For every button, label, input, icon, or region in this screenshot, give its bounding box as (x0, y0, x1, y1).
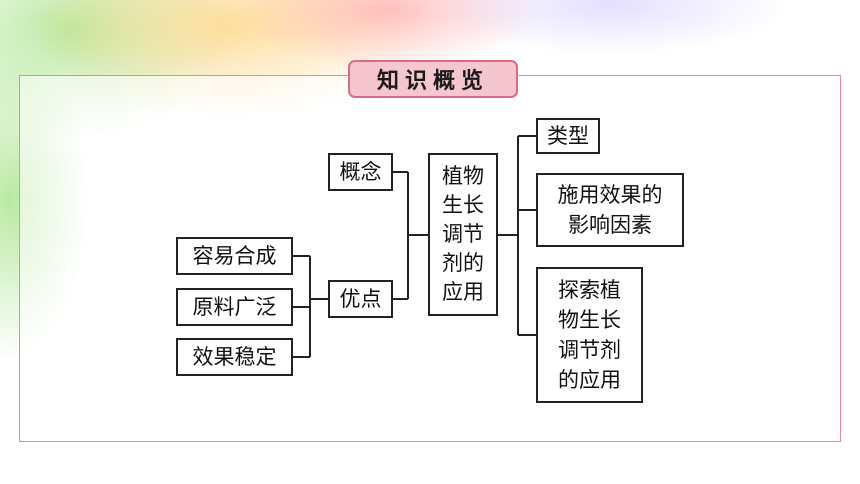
node-center-topic: 植物 生长 调节 剂的 应用 (428, 153, 498, 316)
node-stable-effect: 效果稳定 (176, 338, 293, 376)
node-wide-raw-materials: 原料广泛 (176, 288, 293, 326)
node-advantage: 优点 (328, 280, 393, 318)
node-types: 类型 (536, 118, 600, 154)
node-explore-application: 探索植 物生长 调节剂 的应用 (536, 267, 643, 403)
node-influencing-factors: 施用效果的 影响因素 (536, 173, 684, 247)
node-easy-synthesis: 容易合成 (176, 237, 293, 275)
node-concept: 概念 (328, 153, 393, 191)
section-title: 知识概览 (348, 60, 518, 98)
